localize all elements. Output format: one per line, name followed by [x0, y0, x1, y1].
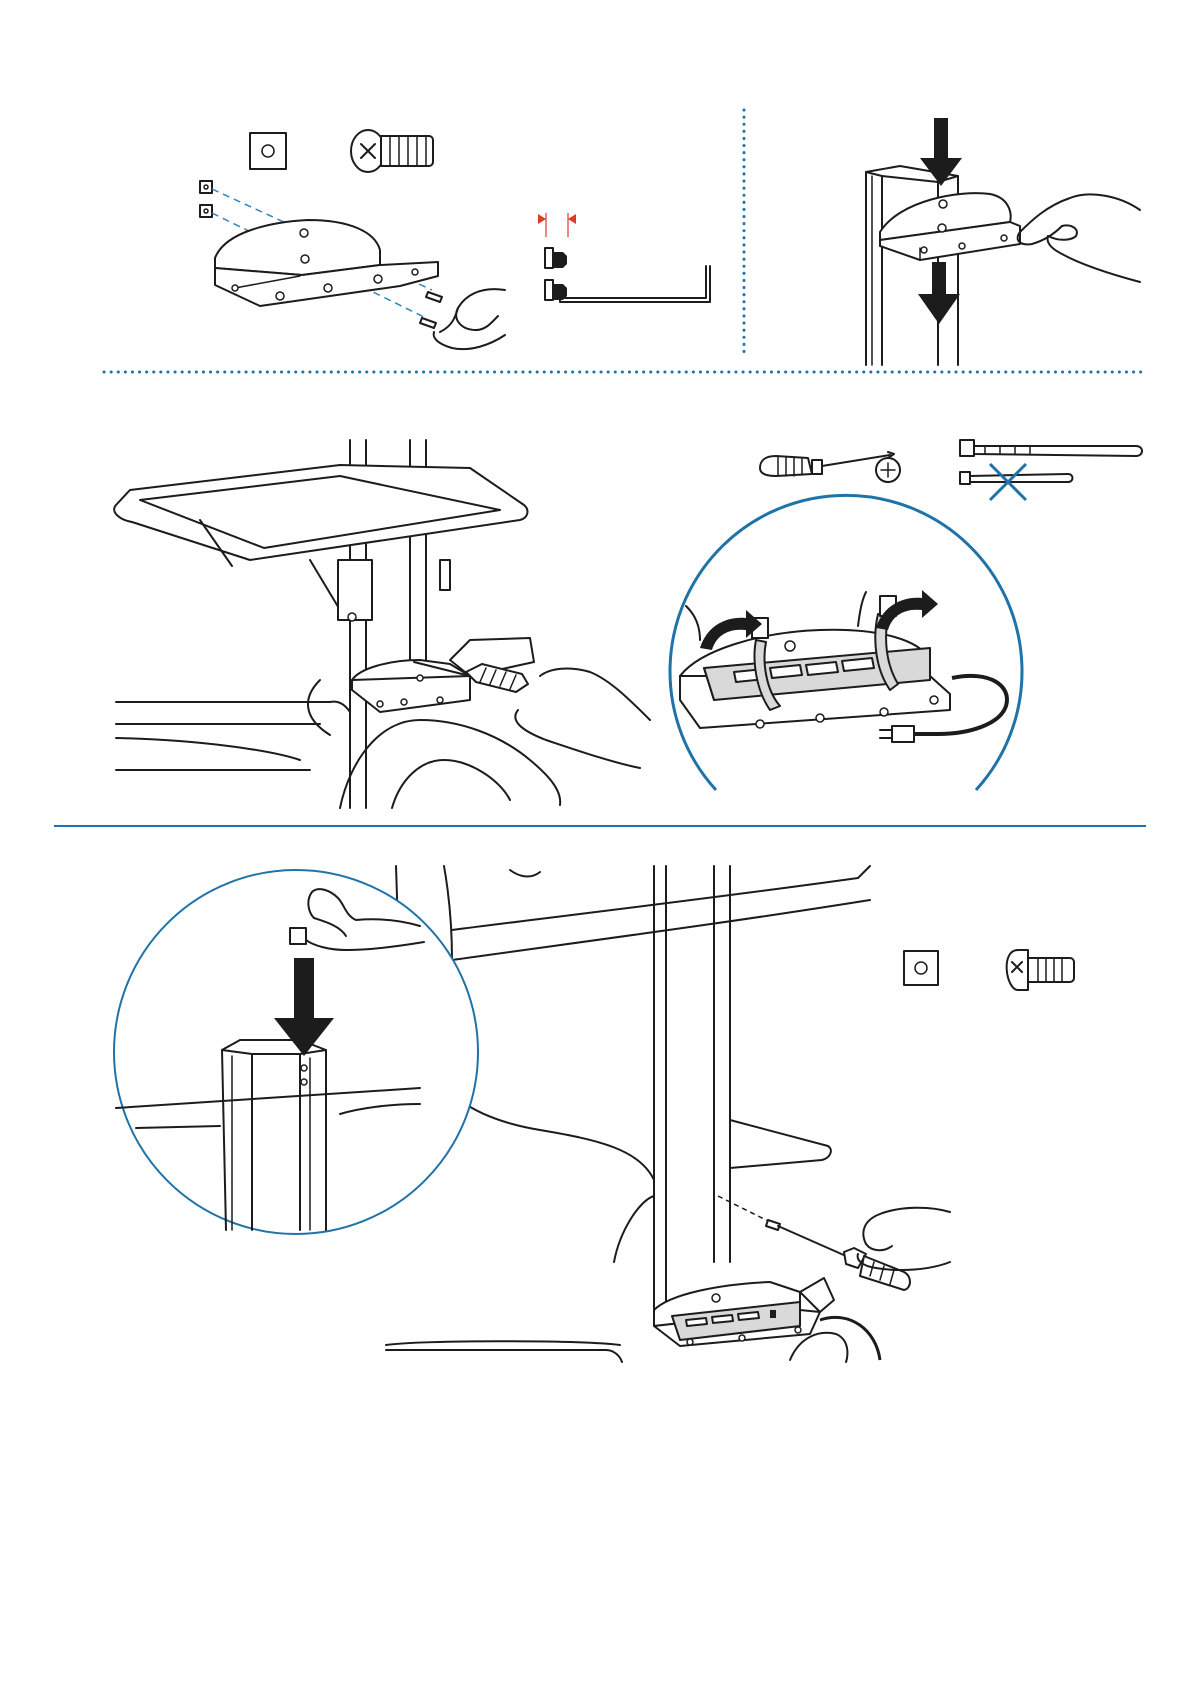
- screwdriver-icon: [718, 1196, 910, 1290]
- step-3-mount-power-strip: [114, 440, 1142, 808]
- dimension-marker: [538, 213, 576, 237]
- square-nut-icon: [290, 928, 306, 944]
- shelf-bracket: [880, 193, 1020, 260]
- phillips-symbol-icon: [876, 458, 900, 482]
- flat-screw-icon: [351, 130, 433, 172]
- step-2-slide-bracket: [866, 118, 1140, 365]
- small-nut-icon: [200, 181, 212, 217]
- screwdriver-icon: [760, 452, 894, 476]
- hand-icon: [434, 289, 505, 349]
- hand-icon: [515, 669, 650, 768]
- down-arrow-icon: [918, 262, 960, 324]
- power-strip-detail-circle: [670, 495, 1022, 790]
- pan-screw-icon: [1007, 950, 1074, 990]
- step-4-secure-to-column: [114, 866, 1074, 1362]
- cart-scene: [114, 440, 560, 808]
- column-detail-circle: [114, 870, 478, 1234]
- hand-icon: [1018, 194, 1140, 282]
- bracket-with-power-strip: [654, 1278, 880, 1362]
- shelf-bracket: [215, 220, 438, 306]
- bracket-with-power-strip: [680, 630, 950, 728]
- square-nut-icon: [904, 951, 938, 985]
- screw-insert-icon: [420, 292, 442, 328]
- hex-key-icon: [545, 248, 710, 302]
- square-nut-icon: [250, 133, 286, 169]
- cable-tie-icon: [960, 440, 1142, 456]
- step-1-bracket-assembly: [200, 130, 710, 349]
